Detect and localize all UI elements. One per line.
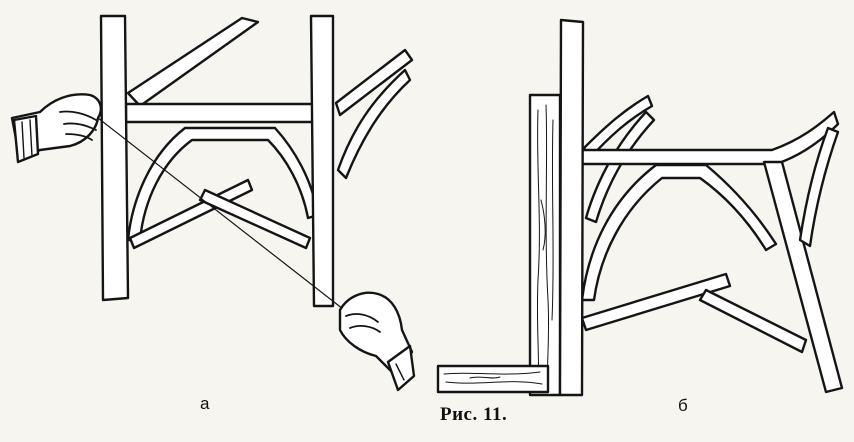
panel-b-frame [436, 18, 844, 397]
panel-b-crossbar [578, 110, 840, 166]
panel-a-left-post [99, 14, 130, 302]
panel-a-arch [126, 126, 320, 242]
panel-a-leg-brace [198, 188, 312, 250]
panel-b-leg-brace [698, 288, 808, 354]
panel-a-string [97, 117, 353, 317]
panel-b-right-back [798, 126, 840, 248]
hand-left [10, 93, 102, 164]
wood-grain-vertical [536, 104, 554, 391]
panel-b-arch [580, 163, 778, 302]
panel-a-top-rail [126, 16, 260, 108]
panel-b-vertical-board [528, 93, 562, 397]
wood-grain-horizontal [443, 371, 543, 385]
panel-a-right-post [309, 14, 335, 308]
panel-b-upper-arm-2 [584, 110, 656, 224]
panel-a-crossbar [124, 102, 317, 124]
panel-b-upper-arm [582, 94, 654, 160]
panel-b-lower-brace [580, 272, 732, 332]
panel-a-right-rail [334, 48, 414, 117]
panel-b-base-board [436, 364, 550, 394]
panel-a-right-hoop [336, 68, 412, 180]
panel-a-label: а [200, 394, 210, 413]
hand-right [338, 291, 416, 392]
panel-a-frame [97, 14, 414, 317]
panel-b-right-leg [762, 160, 844, 394]
panel-b-main-post [558, 18, 585, 397]
panel-b-label: б [678, 396, 688, 415]
figure-caption: Рис. 11. [440, 404, 508, 425]
